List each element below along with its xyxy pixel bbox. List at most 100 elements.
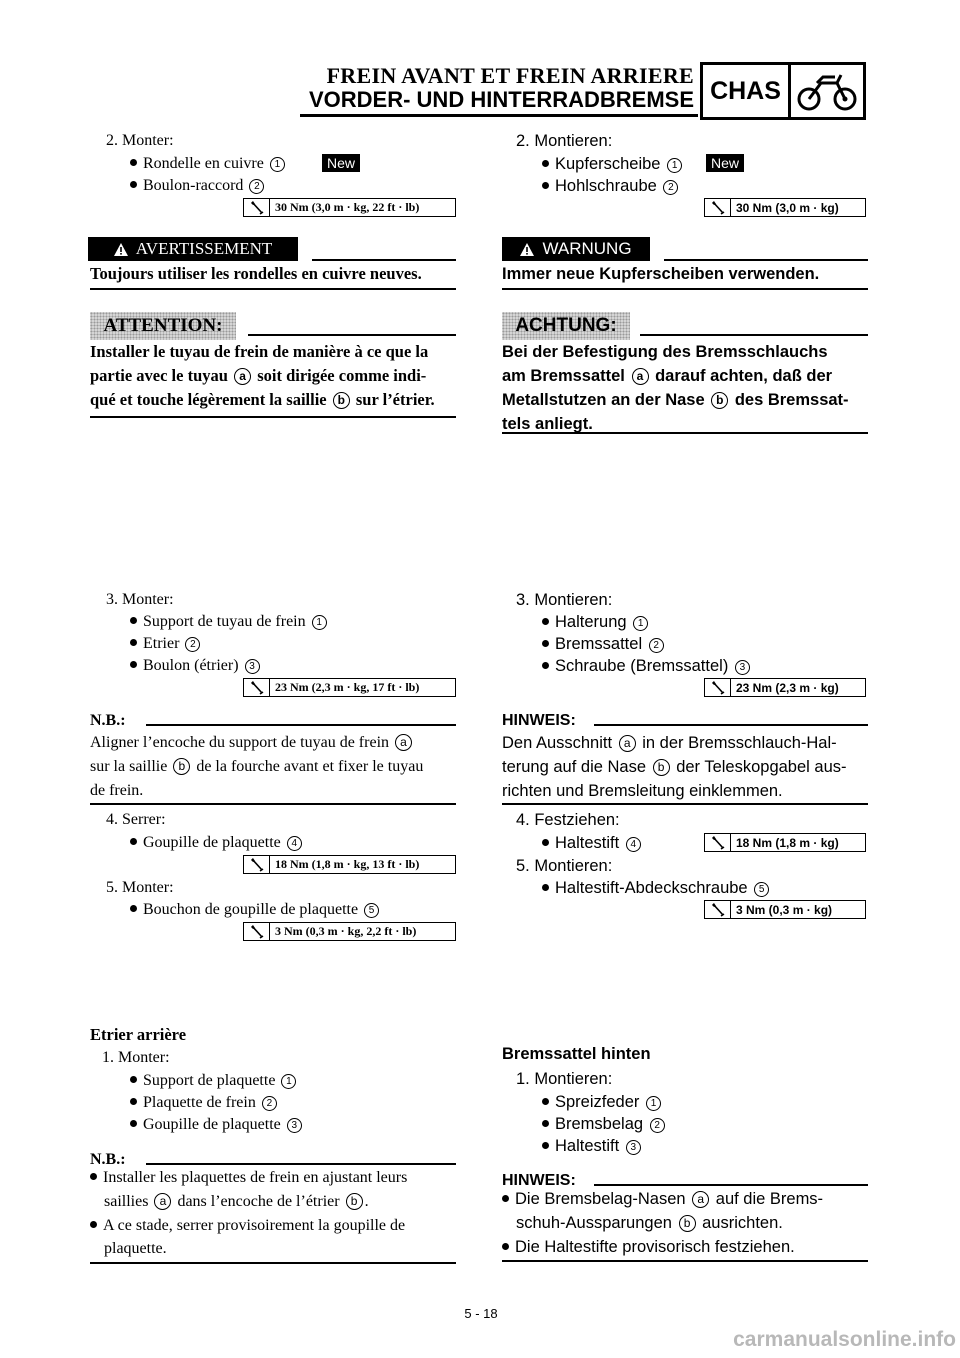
right-hinweis1-bottom-rule — [502, 803, 868, 805]
left-nb2-bullet2-line2: plaquette. — [104, 1240, 167, 1257]
left-nb1-line2: sur la saillie b de la fourche avant et … — [90, 758, 424, 775]
left-caution-label: ATTENTION: — [90, 312, 236, 340]
right-hinweis2-bottom-rule — [502, 1260, 868, 1262]
left-caution-bottom-rule — [90, 416, 456, 418]
left-warning-text: Toujours utiliser les rondelles en cuivr… — [90, 264, 422, 283]
left-warning-label: AVERTISSEMENT — [88, 237, 298, 261]
left-step3-heading: 3. Monter: — [106, 591, 174, 608]
left-nb1-label: N.B.: — [90, 712, 126, 729]
left-nb2-rule — [146, 1163, 456, 1165]
torque-wrench-icon — [244, 856, 270, 873]
left-caution-line3: qué et touche légèrement la saillie b su… — [90, 390, 435, 409]
right-hinweis1-label: HINWEIS: — [502, 712, 576, 729]
right-caution-rule — [640, 334, 868, 336]
right-rear-caliper-title: Bremssattel hinten — [502, 1045, 651, 1063]
right-hinweis2-bullet1-line1: Die Bremsbelag-Nasen a auf die Brems- — [502, 1187, 823, 1211]
right-step2-item1: Kupferscheibe 1 — [542, 153, 684, 175]
left-step3-item1: Support de tuyau de frein 1 — [130, 611, 329, 633]
torque-wrench-icon — [705, 199, 731, 216]
left-rear-caliper-title: Etrier arrière — [90, 1025, 187, 1044]
right-warning-text: Immer neue Kupferscheiben verwenden. — [502, 265, 820, 283]
right-step2-torque: 30 Nm (3,0 m · kg) — [704, 198, 866, 217]
right-hinweis1-line3: richten und Bremsleitung einklemmen. — [502, 782, 783, 800]
right-caution-bottom-rule — [502, 432, 868, 434]
right-step3-torque: 23 Nm (2,3 m · kg) — [704, 678, 866, 697]
right-step2-heading: 2. Montieren: — [516, 132, 613, 150]
left-rear-step1-heading: 1. Monter: — [102, 1049, 170, 1066]
left-warning-bottom-rule — [90, 288, 456, 290]
left-caution-line2: partie avec le tuyau a soit dirigée comm… — [90, 366, 427, 385]
left-step2-item1: Rondelle en cuivre 1 — [130, 153, 287, 175]
right-step5-torque: 3 Nm (0,3 m · kg) — [704, 900, 866, 919]
right-hinweis2-bullet2: Die Haltestifte provisorisch festziehen. — [502, 1235, 795, 1259]
left-nb2-label: N.B.: — [90, 1151, 126, 1168]
right-rear-item2: Bremsbelag 2 — [542, 1113, 667, 1135]
right-caution-line3: Metallstutzen an der Nase b des Bremssat… — [502, 391, 849, 409]
new-part-tag: New — [706, 154, 745, 172]
left-rear-item2: Plaquette de frein 2 — [130, 1092, 279, 1114]
page-number: 5 - 18 — [464, 1306, 498, 1321]
torque-wrench-icon — [705, 901, 731, 918]
left-step4-item1: Goupille de plaquette 4 — [130, 832, 304, 854]
right-hinweis1-line1: Den Ausschnitt a in der Bremsschlauch-Ha… — [502, 734, 837, 752]
left-nb1-rule — [146, 724, 456, 726]
right-caution-line2: am Bremssattel a darauf achten, daß der — [502, 367, 833, 385]
right-step5-heading: 5. Montieren: — [516, 857, 613, 875]
left-warning-rule — [312, 259, 456, 261]
left-step4-heading: 4. Serrer: — [106, 811, 166, 828]
right-warning-label: WARNUNG — [502, 237, 650, 261]
left-nb2-bullet2-line1: A ce stade, serrer provisoirement la gou… — [90, 1214, 405, 1238]
right-caution-line4: tels anliegt. — [502, 415, 593, 433]
right-caution-line1: Bei der Befestigung des Bremsschlauchs — [502, 343, 828, 361]
torque-wrench-icon — [244, 679, 270, 696]
left-nb2-bottom-rule — [90, 1262, 456, 1264]
left-nb2-bullet1-line1: Installer les plaquettes de frein en aju… — [90, 1166, 407, 1190]
right-step2-item2: Hohlschraube 2 — [542, 175, 680, 197]
torque-wrench-icon — [705, 834, 731, 851]
right-warning-rule — [664, 259, 868, 261]
right-step3-heading: 3. Montieren: — [516, 591, 613, 609]
right-step3-item2: Bremssattel 2 — [542, 633, 666, 655]
right-caution-label: ACHTUNG: — [502, 312, 630, 340]
new-part-tag: New — [322, 154, 361, 172]
right-step3-item3: Schraube (Bremssattel) 3 — [542, 655, 752, 677]
right-hinweis2-label: HINWEIS: — [502, 1172, 576, 1189]
left-rear-item1: Support de plaquette 1 — [130, 1070, 298, 1092]
left-step5-torque: 3 Nm (0,3 m · kg, 2,2 ft · lb) — [243, 922, 456, 941]
right-hinweis1-rule — [594, 724, 868, 726]
left-step5-heading: 5. Monter: — [106, 879, 174, 896]
right-hinweis2-bullet1-line2: schuh-Aussparungen b ausrichten. — [516, 1214, 783, 1232]
right-hinweis1-line2: terung auf die Nase b der Teleskopgabel … — [502, 758, 847, 776]
left-rear-item3: Goupille de plaquette 3 — [130, 1114, 304, 1136]
section-badge: CHAS — [700, 62, 866, 120]
torque-wrench-icon — [244, 199, 270, 216]
left-nb1-bottom-rule — [90, 803, 456, 805]
right-step5-item1: Haltestift-Abdeckschraube 5 — [542, 877, 771, 899]
left-step2-torque: 30 Nm (3,0 m · kg, 22 ft · lb) — [243, 198, 456, 217]
header-title-fr: FREIN AVANT ET FREIN ARRIERE — [326, 63, 694, 88]
section-badge-label: CHAS — [703, 65, 791, 117]
right-hinweis2-rule — [594, 1184, 868, 1186]
left-step3-item2: Etrier 2 — [130, 633, 202, 655]
left-caution-line1: Installer le tuyau de frein de manière à… — [90, 342, 429, 361]
left-nb1-line1: Aligner l’encoche du support de tuyau de… — [90, 731, 414, 755]
right-warning-bottom-rule — [502, 288, 868, 290]
right-step4-torque: 18 Nm (1,8 m · kg) — [704, 833, 866, 852]
right-rear-step1-heading: 1. Montieren: — [516, 1070, 613, 1088]
left-step4-torque: 18 Nm (1,8 m · kg, 13 ft · lb) — [243, 855, 456, 874]
motorcycle-icon — [791, 65, 863, 117]
left-caution-rule — [248, 334, 456, 336]
header-rule — [300, 114, 698, 117]
right-step4-item1: Haltestift 4 — [542, 832, 643, 854]
torque-wrench-icon — [244, 923, 270, 940]
right-step3-item1: Halterung 1 — [542, 611, 650, 633]
left-step3-torque: 23 Nm (2,3 m · kg, 17 ft · lb) — [243, 678, 456, 697]
header-title-de: VORDER- UND HINTERRADBREMSE — [308, 87, 694, 112]
left-nb1-line3: de frein. — [90, 782, 144, 799]
left-step3-item3: Boulon (étrier) 3 — [130, 655, 262, 677]
torque-wrench-icon — [705, 679, 731, 696]
left-step2-heading: 2. Monter: — [106, 132, 174, 149]
left-step5-item1: Bouchon de goupille de plaquette 5 — [130, 899, 381, 921]
right-rear-item1: Spreizfeder 1 — [542, 1091, 663, 1113]
watermark: carmanualsonline.info — [733, 1328, 956, 1351]
